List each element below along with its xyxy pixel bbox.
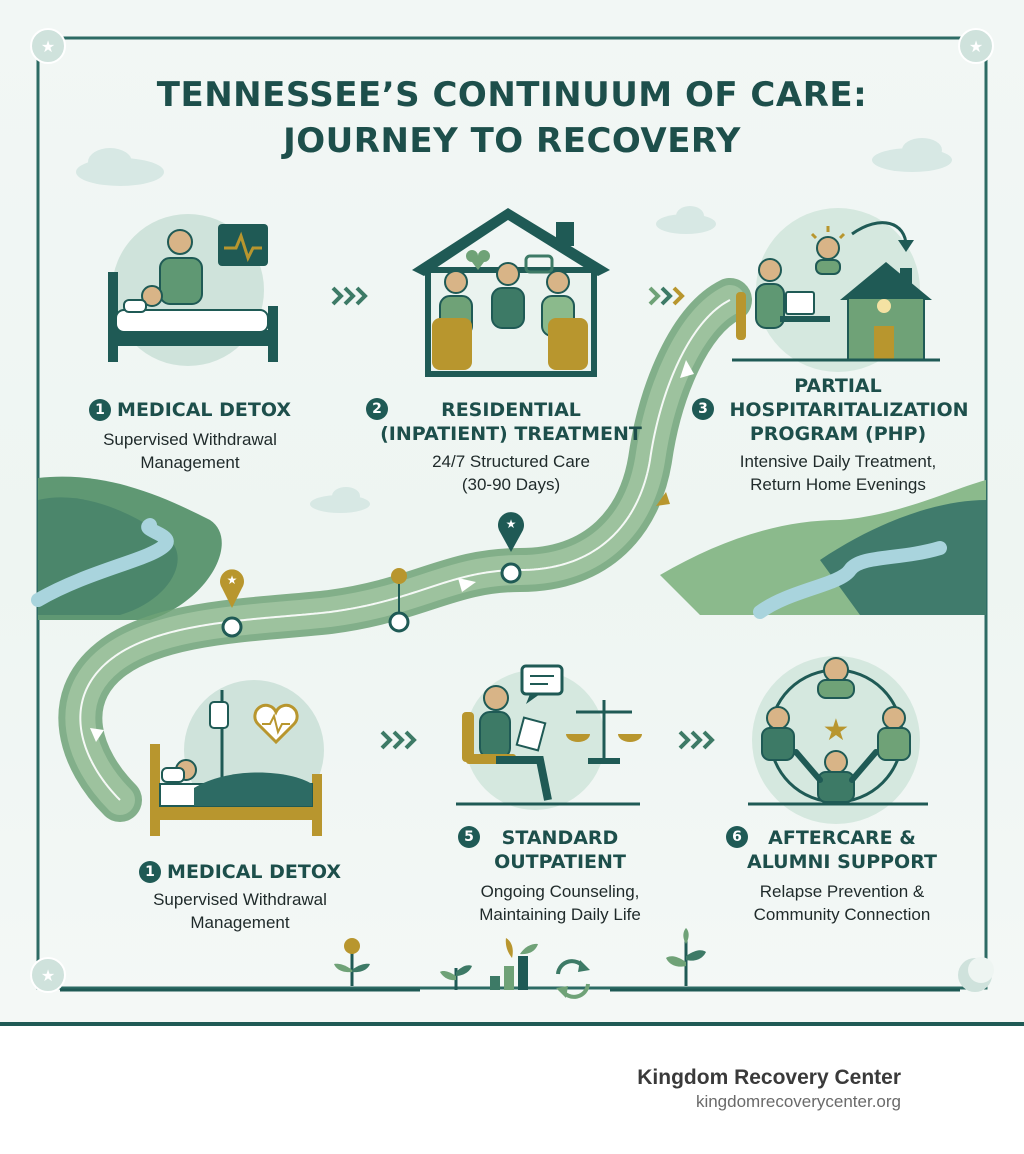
step-partial-hospitalization: 3 PARTIAL HOSPITARITALIZATION PROGRAM (P…	[690, 374, 986, 496]
step-standard-outpatient: 5 STANDARD OUTPATIENT Ongoing Counseling…	[440, 826, 680, 926]
right-river	[753, 541, 947, 619]
step-number-badge: 1	[89, 399, 112, 421]
php-home-illustration	[732, 208, 940, 372]
growth-footer-strip	[60, 928, 960, 999]
step-number-badge: 6	[726, 826, 748, 848]
step-desc-line2: Management	[140, 453, 240, 472]
map-pin-2	[388, 568, 410, 633]
step-number-badge: 5	[458, 826, 480, 848]
page-title-line2: JOURNEY TO RECOVERY	[283, 121, 741, 161]
corner-emblem-top-left: ★	[30, 28, 66, 64]
step-desc-line1: 24/7 Structured Care	[432, 452, 590, 471]
chevrons-2-3	[648, 286, 685, 306]
step-number-badge: 3	[692, 398, 714, 420]
step-title-line1: STANDARD	[501, 827, 619, 849]
left-river	[31, 518, 174, 607]
step-title-line1: RESIDENTIAL	[441, 399, 581, 421]
step-desc-line1: Supervised Withdrawal	[103, 430, 277, 449]
svg-text:★: ★	[227, 573, 238, 587]
svg-text:★: ★	[823, 714, 850, 747]
svg-text:★: ★	[506, 517, 517, 531]
infographic-poster: ★ ★ ★	[0, 0, 1024, 1026]
brand-footer: Kingdom Recovery Center kingdomrecoveryc…	[637, 1066, 901, 1112]
outpatient-counseling-illustration	[456, 664, 642, 810]
step-title: MEDICAL DETOX	[167, 861, 341, 883]
map-pin-3: ★	[498, 512, 525, 584]
step-title-line3: PROGRAM (PHP)	[749, 423, 927, 445]
step-title-line2: HOSPITARITALIZATION	[729, 399, 969, 421]
step-number-badge: 2	[366, 398, 388, 420]
step-number-badge: 1	[139, 861, 162, 883]
road-arrow-up	[680, 360, 694, 378]
corner-moon-bottom-right	[958, 957, 994, 992]
corner-emblem-bottom-left: ★	[30, 957, 66, 993]
svg-text:★: ★	[969, 39, 983, 56]
step-desc-line1: Supervised Withdrawal	[153, 890, 327, 909]
step-desc-line2: Community Connection	[753, 905, 931, 924]
chevrons-4-5	[380, 730, 417, 750]
map-pin-1: ★	[220, 569, 244, 638]
clouds	[76, 138, 952, 513]
step-residential-treatment: 2 RESIDENTIAL (INPATIENT) TREATMENT 24/7…	[356, 398, 666, 496]
step-title-line2: ALUMNI SUPPORT	[747, 851, 937, 873]
svg-text:★: ★	[41, 968, 55, 985]
divider-line	[0, 1022, 1024, 1026]
page-title-line1: TENNESSEE’S CONTINUUM OF CARE:	[156, 75, 868, 115]
aftercare-community-illustration: ★	[748, 656, 928, 824]
step-title-line1: PARTIAL	[794, 375, 882, 397]
brand-url[interactable]: kingdomrecoverycenter.org	[695, 1092, 901, 1111]
step-desc-line2: Maintaining Daily Life	[479, 905, 641, 924]
step-desc-line1: Relapse Prevention &	[759, 882, 925, 901]
brand-name: Kingdom Recovery Center	[637, 1066, 901, 1089]
svg-text:★: ★	[41, 39, 55, 56]
residential-house-illustration	[412, 208, 610, 377]
detox-patient-bed-illustration	[150, 680, 324, 836]
step-desc-line1: Ongoing Counseling,	[480, 882, 640, 901]
step-title-line1: AFTERCARE &	[768, 827, 916, 849]
step-title-line2: (INPATIENT) TREATMENT	[380, 423, 642, 445]
step-title-line2: OUTPATIENT	[494, 851, 626, 873]
step-desc-line2: (30-90 Days)	[461, 475, 561, 494]
corner-emblem-top-right: ★	[958, 28, 994, 64]
road-arrow-down	[90, 728, 104, 742]
chevrons-1-2	[331, 286, 368, 306]
step-desc-line2: Management	[190, 913, 290, 932]
step-aftercare-alumni: 6 AFTERCARE & ALUMNI SUPPORT Relapse Pre…	[712, 826, 972, 926]
detox-nurse-illustration	[108, 214, 278, 366]
step-desc-line2: Return Home Evenings	[750, 475, 926, 494]
illustration-layer: ★ ★ ★	[30, 28, 994, 999]
step-title: MEDICAL DETOX	[117, 399, 291, 421]
chevrons-5-6	[678, 730, 715, 750]
step-desc-line1: Intensive Daily Treatment,	[739, 452, 937, 471]
